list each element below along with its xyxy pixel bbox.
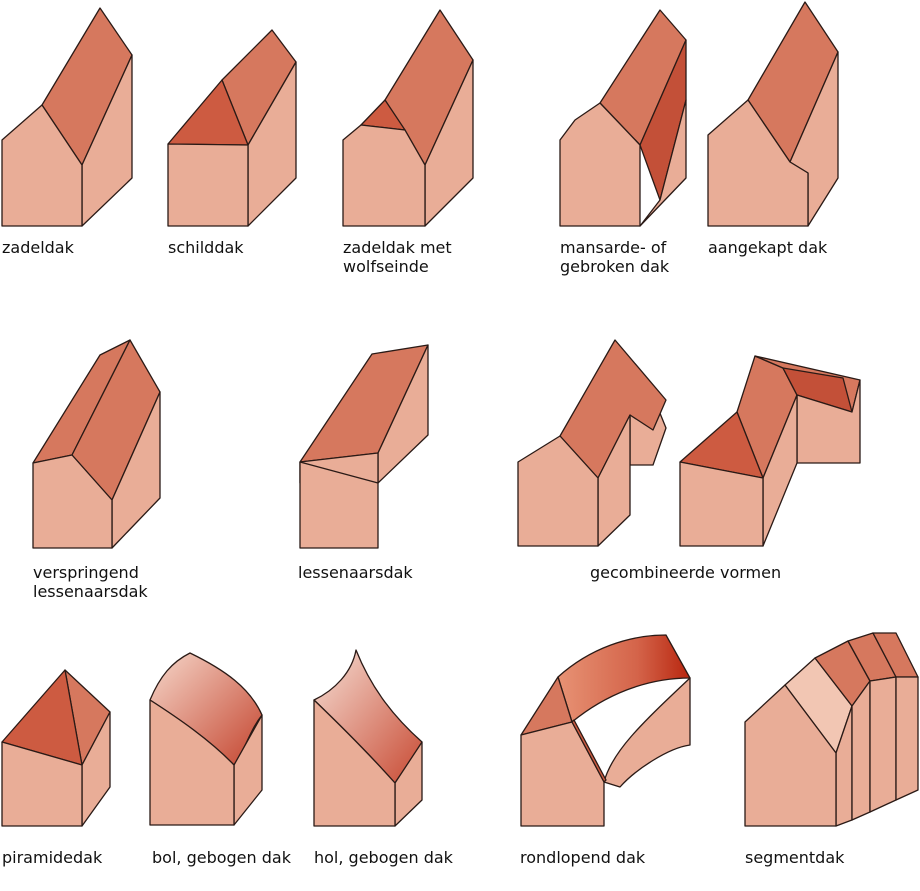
- house-bol-gebogen: [149, 652, 263, 826]
- label-mansarde-line1: mansarde- of: [560, 238, 667, 257]
- house-gecombineerd-left: [517, 339, 667, 547]
- label-lessenaarsdak: lessenaarsdak: [298, 563, 413, 582]
- label-zadeldak-wolfseinde-line2: wolfseinde: [343, 257, 429, 276]
- label-mansarde-line2: gebroken dak: [560, 257, 670, 276]
- label-rondlopend: rondlopend dak: [520, 848, 646, 867]
- label-hol-gebogen: hol, gebogen dak: [314, 848, 453, 867]
- house-mansarde: [559, 9, 687, 227]
- label-bol-gebogen: bol, gebogen dak: [152, 848, 291, 867]
- label-segmentdak: segmentdak: [745, 848, 845, 867]
- label-schilddak: schilddak: [168, 238, 244, 257]
- house-gecombineerd-right: [679, 355, 861, 547]
- label-gecombineerd: gecombineerde vormen: [590, 563, 782, 582]
- house-verspringend-lessenaarsdak: [32, 339, 161, 549]
- house-piramidedak: [1, 669, 111, 827]
- house-lessenaarsdak: [299, 344, 429, 549]
- label-verspringend-line1: verspringend: [33, 563, 139, 582]
- house-zadeldak: [1, 7, 133, 227]
- label-verspringend-line2: lessenaarsdak: [33, 582, 148, 601]
- label-zadeldak: zadeldak: [2, 238, 74, 257]
- house-aangekapt: [707, 1, 839, 227]
- label-piramidedak: piramidedak: [2, 848, 103, 867]
- house-segmentdak: [744, 632, 919, 827]
- label-zadeldak-wolfseinde-line1: zadeldak met: [343, 238, 452, 257]
- house-schilddak: [167, 29, 297, 227]
- house-zadeldak-wolfseinde: [342, 9, 474, 227]
- house-hol-gebogen: [313, 649, 423, 827]
- house-rondlopend: [520, 634, 691, 827]
- label-aangekapt: aangekapt dak: [708, 238, 828, 257]
